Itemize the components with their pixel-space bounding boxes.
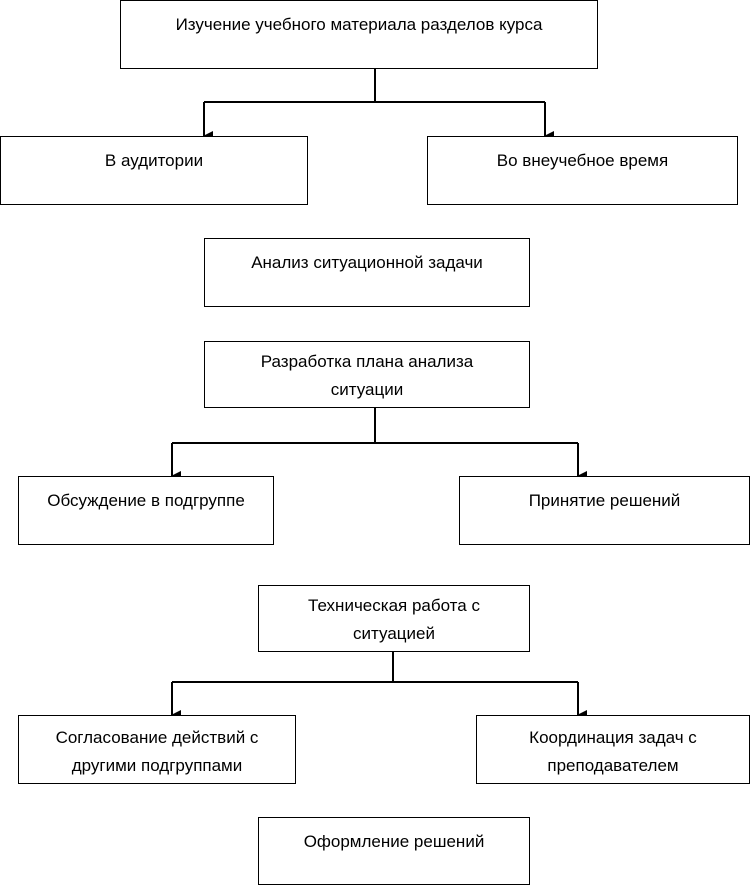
box-study-label: Изучение учебного материала разделов кур…	[175, 15, 543, 34]
box-coordination-teacher-label: Координация задач с преподавателем	[529, 728, 697, 775]
box-formalization: Оформление решений	[258, 817, 530, 885]
box-plan: Разработка плана анализа ситуации	[204, 341, 530, 408]
box-decisions-label: Принятие решений	[528, 491, 681, 510]
box-coordination-teacher: Координация задач с преподавателем	[476, 715, 750, 784]
box-classroom-label: В аудитории	[104, 151, 204, 170]
box-classroom: В аудитории	[0, 136, 308, 205]
branch-plan	[171, 408, 587, 481]
box-discussion: Обсуждение в подгруппе	[18, 476, 274, 545]
box-technical: Техническая работа с ситуацией	[258, 585, 530, 652]
box-study: Изучение учебного материала разделов кур…	[120, 0, 598, 69]
box-discussion-label: Обсуждение в подгруппе	[47, 491, 245, 510]
branch-study	[203, 69, 554, 141]
box-extracurricular-label: Во внеучебное время	[496, 151, 669, 170]
box-decisions: Принятие решений	[459, 476, 750, 545]
box-analysis: Анализ ситуационной задачи	[204, 238, 530, 307]
box-technical-label: Техническая работа с ситуацией	[308, 596, 480, 643]
box-plan-label: Разработка плана анализа ситуации	[260, 352, 474, 399]
branch-technical	[171, 652, 587, 720]
box-coordination-groups: Согласование действий с другими подгрупп…	[18, 715, 296, 784]
box-coordination-groups-label: Согласование действий с другими подгрупп…	[55, 728, 259, 775]
box-extracurricular: Во внеучебное время	[427, 136, 738, 205]
box-analysis-label: Анализ ситуационной задачи	[251, 253, 483, 272]
box-formalization-label: Оформление решений	[303, 832, 485, 851]
